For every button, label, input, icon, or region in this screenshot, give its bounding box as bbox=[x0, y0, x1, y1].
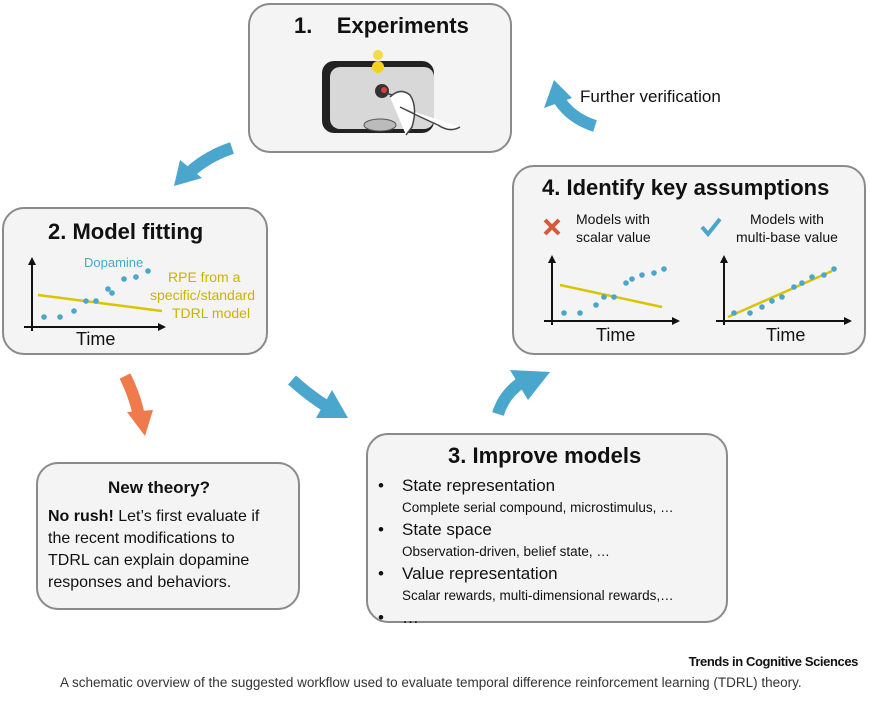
scalar-value-plot bbox=[544, 255, 680, 325]
arrow-improve-to-assumptions bbox=[492, 370, 550, 416]
model-fitting-xlabel: Time bbox=[76, 329, 116, 349]
new-theory-title: New theory? bbox=[108, 478, 211, 497]
experiments-box: 1. Experiments bbox=[248, 3, 512, 153]
arrow-experiments-to-fitting bbox=[174, 142, 234, 186]
scalar-plot-xlabel: Time bbox=[596, 325, 636, 345]
improve-models-list: • State representation Complete serial c… bbox=[378, 475, 674, 629]
item-label: State representation bbox=[402, 476, 556, 495]
multibase-label-line2: multi-base value bbox=[736, 229, 838, 245]
check-icon bbox=[700, 217, 722, 238]
list-item-value-representation: • Value representation bbox=[378, 563, 674, 585]
rpe-label-line3: TDRL model bbox=[172, 305, 251, 321]
item-detail: Complete serial compound, microstimulus,… bbox=[402, 500, 674, 515]
further-verification-arrow bbox=[544, 80, 597, 132]
dopamine-label: Dopamine bbox=[84, 255, 144, 270]
multibase-label-line1: Models with bbox=[750, 211, 824, 227]
improve-models-box: 3. Improve models • State representation… bbox=[366, 433, 728, 627]
new-theory-body-first: Let’s first evaluate if bbox=[113, 508, 260, 525]
improve-models-title: 3. Improve models bbox=[448, 443, 642, 468]
model-fitting-title: 2. Model fitting bbox=[48, 219, 204, 244]
multibase-plot-xlabel: Time bbox=[766, 325, 806, 345]
arrow-fitting-to-improve bbox=[288, 375, 348, 418]
no-rush-emphasis: No rush! bbox=[48, 508, 114, 525]
multibase-value-plot bbox=[716, 255, 852, 325]
mouse-apparatus-illustration bbox=[322, 50, 461, 136]
new-theory-line4: responses and behaviors. bbox=[48, 574, 232, 591]
figure-caption: A schematic overview of the suggested wo… bbox=[60, 675, 802, 690]
journal-brand: Trends in Cognitive Sciences bbox=[688, 654, 859, 669]
item-label: Value representation bbox=[402, 564, 558, 583]
arrow-fitting-to-new-theory bbox=[119, 373, 153, 436]
list-item-state-representation: • State representation bbox=[378, 475, 674, 497]
scalar-label-line1: Models with bbox=[576, 211, 650, 227]
key-assumptions-box: 4. Identify key assumptions Models with … bbox=[512, 165, 866, 355]
item-detail: Observation-driven, belief state, … bbox=[402, 544, 610, 559]
experiments-title: 1. Experiments bbox=[294, 13, 469, 38]
list-item-more: • … bbox=[378, 607, 674, 629]
key-assumptions-title: 4. Identify key assumptions bbox=[542, 175, 830, 200]
model-fitting-box: 2. Model fitting Dopamine RPE from a spe… bbox=[2, 207, 268, 355]
rpe-label-line1: RPE from a bbox=[168, 269, 241, 285]
scalar-label-line2: scalar value bbox=[576, 229, 651, 245]
item-label: State space bbox=[402, 520, 492, 539]
item-detail: Scalar rewards, multi-dimensional reward… bbox=[402, 588, 674, 603]
new-theory-line1: No rush! Let’s first evaluate if bbox=[48, 508, 259, 526]
new-theory-line2: the recent modifications to bbox=[48, 530, 235, 547]
bullet-icon: • bbox=[378, 476, 384, 495]
rpe-label-line2: specific/standard bbox=[150, 287, 256, 303]
item-label: … bbox=[402, 608, 419, 627]
cross-icon bbox=[543, 218, 561, 236]
bullet-icon: • bbox=[378, 564, 384, 583]
bullet-icon: • bbox=[378, 520, 384, 539]
new-theory-line3: TDRL can explain dopamine bbox=[48, 552, 250, 569]
further-verification-label: Further verification bbox=[580, 87, 721, 106]
list-item-state-space: • State space bbox=[378, 519, 674, 541]
model-fitting-plot bbox=[24, 257, 166, 331]
bullet-icon: • bbox=[378, 608, 384, 627]
new-theory-box: New theory? No rush! Let’s first evaluat… bbox=[36, 462, 300, 610]
